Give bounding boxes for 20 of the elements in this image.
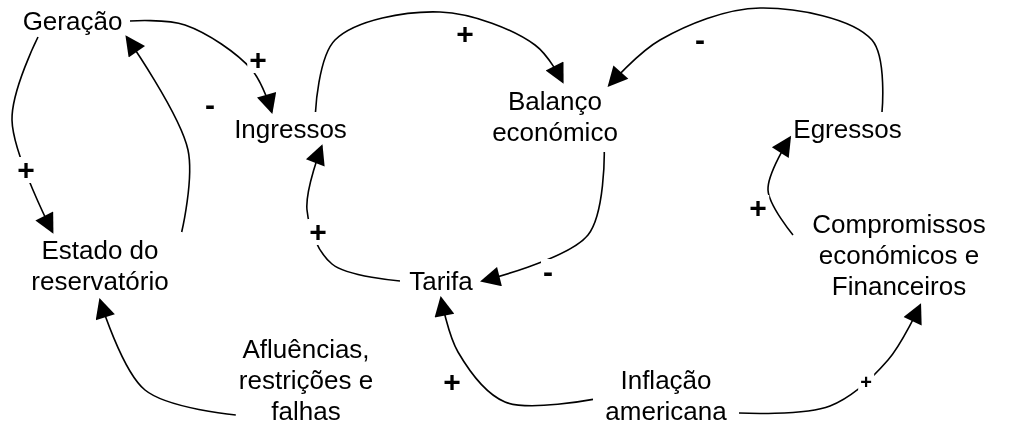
- arrow: [480, 151, 606, 287]
- arrow: [95, 298, 237, 416]
- arrow: [738, 303, 922, 415]
- arrow: [607, 7, 884, 113]
- node-label: Inflação americana: [604, 365, 728, 427]
- arrow: [125, 35, 191, 233]
- arrow: [434, 296, 594, 407]
- arrow: [767, 135, 794, 236]
- arrow: [314, 11, 564, 113]
- node-label: Balanço económico: [491, 86, 619, 148]
- edge-label: +: [15, 157, 37, 183]
- arrow: [129, 19, 277, 114]
- node-label: Geração: [22, 5, 123, 37]
- node-label: Afluências, restrições e falhas: [237, 333, 375, 427]
- node-label: Egressos: [793, 113, 902, 145]
- node-label: Tarifa: [409, 265, 473, 297]
- node-label: Ingressos: [234, 113, 347, 145]
- node-label: Compromissos económicos e Financeiros: [811, 208, 987, 302]
- node-label: Estado do reservatório: [30, 235, 170, 297]
- edge-label: +: [307, 219, 329, 245]
